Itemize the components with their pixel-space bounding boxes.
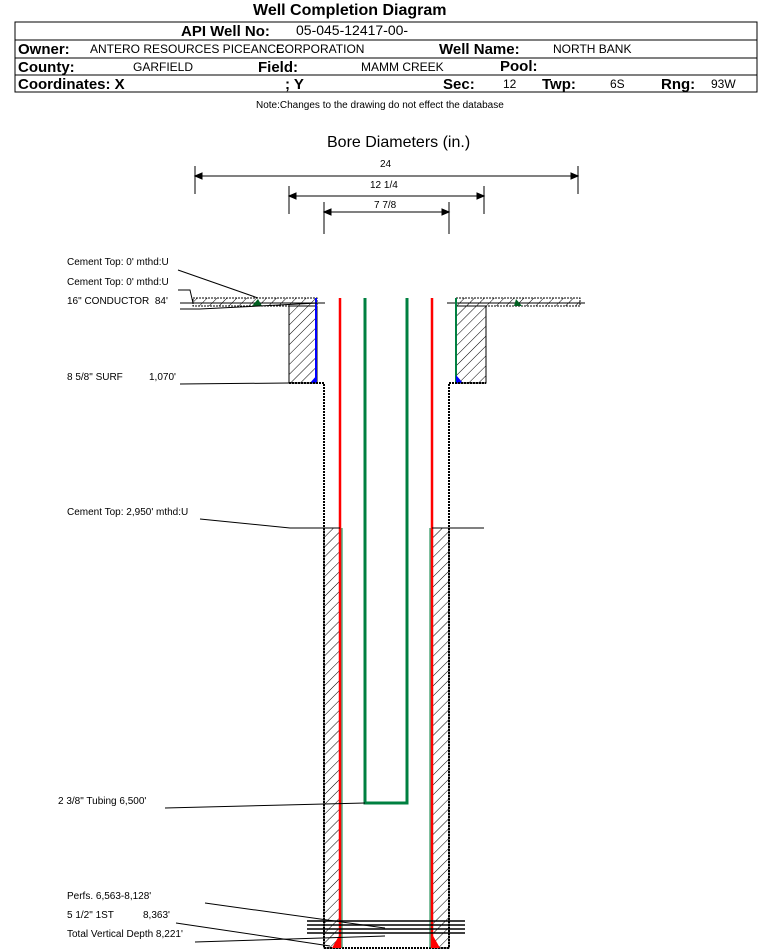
dim-label-7-7-8: 7 7/8 xyxy=(374,200,397,211)
bore-dimensions xyxy=(193,166,580,234)
cement-top-label-1: Cement Top: 0' mthd:U xyxy=(67,257,169,268)
well-name-label: Well Name: xyxy=(439,41,520,58)
leader-lines xyxy=(164,269,484,947)
note: Note:Changes to the drawing do not effec… xyxy=(256,100,504,111)
owner-value-line1: ANTERO RESOURCES PICEANCE xyxy=(90,42,285,56)
page-title: Well Completion Diagram xyxy=(253,2,447,19)
owner-label: Owner: xyxy=(18,41,70,58)
pool-label: Pool: xyxy=(500,58,538,75)
api-label: API Well No: xyxy=(181,23,270,40)
coord-x-label: Coordinates: X xyxy=(18,76,125,93)
surface-casing-name: 8 5/8" SURF xyxy=(67,372,123,383)
conductor xyxy=(180,297,585,307)
header-table xyxy=(14,21,758,93)
surface-casing xyxy=(288,298,487,384)
first-string-depth: 8,363' xyxy=(143,910,170,921)
cement-top-label-3: Cement Top: 2,950' mthd:U xyxy=(67,507,189,518)
twp-label: Twp: xyxy=(542,76,576,93)
cement-top-label-2: Cement Top: 0' mthd:U xyxy=(67,277,169,288)
well-name-value: NORTH BANK xyxy=(553,42,632,56)
coord-y-label: ; Y xyxy=(285,76,304,93)
production-casing xyxy=(338,298,434,948)
surface-casing-depth: 1,070' xyxy=(149,372,176,383)
perfs-label: Perfs. 6,563-8,128' xyxy=(67,891,152,902)
tubing-label: 2 3/8" Tubing 6,500' xyxy=(58,796,147,807)
first-string-name: 5 1/2" 1ST xyxy=(67,910,114,921)
county-label: County: xyxy=(18,59,75,76)
api-value: 05-045-12417-00- xyxy=(296,22,409,38)
owner-value-line2: CORPORATION xyxy=(276,42,365,56)
conductor-label: 16" CONDUCTOR 84' xyxy=(67,296,168,307)
twp-value: 6S xyxy=(610,77,625,91)
rng-label: Rng: xyxy=(661,76,696,93)
rng-value: 93W xyxy=(711,77,736,91)
sec-label: Sec: xyxy=(443,76,475,93)
dim-label-12-1-4: 12 1/4 xyxy=(370,180,398,191)
tvd-label: Total Vertical Depth 8,221' xyxy=(67,929,183,940)
dim-label-24: 24 xyxy=(380,159,392,170)
bore-diameters-title: Bore Diameters (in.) xyxy=(327,134,471,151)
hole-walls xyxy=(289,382,486,949)
field-value: MAMM CREEK xyxy=(361,60,444,74)
field-label: Field: xyxy=(258,59,298,76)
county-value: GARFIELD xyxy=(133,60,194,74)
tubing xyxy=(363,298,409,805)
sec-value: 12 xyxy=(503,77,517,91)
